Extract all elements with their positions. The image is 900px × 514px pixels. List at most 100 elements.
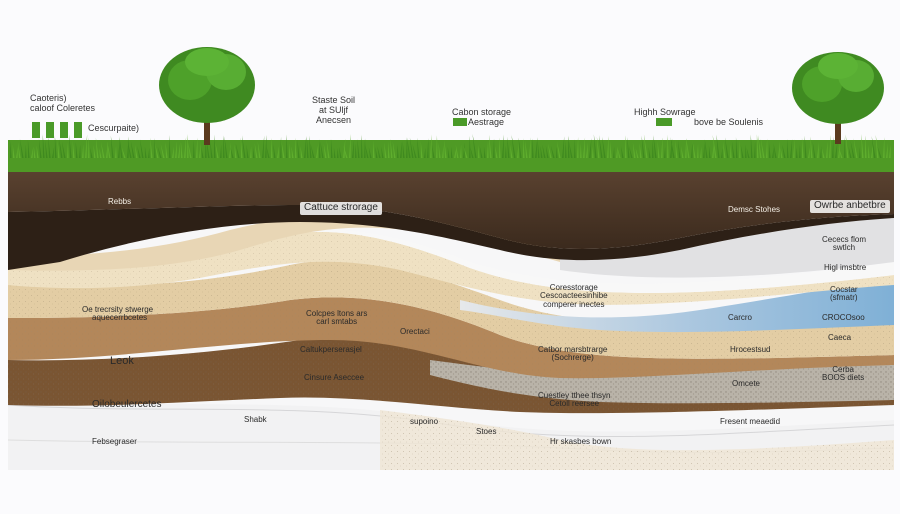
grass-blade [215, 142, 219, 158]
grass-blade [865, 135, 867, 158]
blue-label-1: Carcro [728, 313, 753, 322]
carbon-top-line-2: Aestrage [468, 116, 505, 127]
grass-blade [853, 138, 858, 158]
grass-blade [148, 147, 150, 158]
grass-blade [871, 142, 874, 158]
grass-blade [686, 138, 690, 158]
grass-blade [57, 139, 60, 158]
grass-blade [532, 138, 534, 158]
grass-blade [273, 144, 276, 158]
grass-blade [45, 140, 48, 158]
grass-blade [368, 147, 372, 158]
left-look-label: Leok [110, 355, 134, 367]
grass-blade [100, 141, 105, 158]
grass-blade [820, 146, 822, 158]
grass-blade [281, 139, 285, 158]
grass-blade [766, 138, 768, 158]
grass-blade [826, 141, 828, 158]
grass-blade [451, 146, 453, 158]
grass-blade [444, 139, 447, 158]
grass-blade [42, 134, 45, 158]
grass-blade [118, 138, 120, 158]
stable-soil-label: Staste Soil at SUljf Anecsen [312, 95, 356, 126]
grass-blade [127, 136, 129, 158]
grass-blade [731, 141, 735, 158]
grass-blade [178, 141, 181, 158]
right-8-line-1: Cerba [832, 365, 855, 374]
grass-blade [652, 139, 654, 158]
grass-blade [304, 137, 307, 158]
carbon-mid-line-2: (Sochrerge) [551, 353, 594, 363]
grass-blade [417, 137, 420, 158]
grass-blade [99, 147, 102, 158]
bottom-left-label: Febsegraser [92, 437, 137, 446]
quality-line-2: Cetoll reersee [549, 399, 600, 409]
grass-blade [598, 135, 603, 158]
right-label-2: Cececs flom swtlch [822, 235, 866, 253]
grass-blade [568, 135, 570, 158]
grass-blade [52, 146, 55, 158]
grass-blade [518, 137, 522, 158]
grass-blade [54, 135, 57, 158]
grass-blade [868, 144, 870, 158]
grass-blade [175, 141, 178, 158]
grass-blade [205, 134, 207, 158]
grass-blade [154, 142, 159, 158]
grass-blade [577, 136, 579, 158]
grass-blade [139, 139, 144, 158]
mid-storage-line-3: comperer inectes [543, 299, 605, 309]
grass-blade [871, 136, 876, 158]
shrubs-icon [32, 122, 82, 138]
grass-blade [384, 142, 387, 158]
grass-blade [409, 137, 414, 158]
grass-blade [627, 137, 630, 158]
grass-blade [364, 138, 366, 158]
carbon-top-line-1: Cabon storage [452, 107, 512, 117]
grass-blade [107, 141, 111, 158]
grass-blade [310, 144, 315, 158]
stable-line-1: Staste Soil [312, 95, 356, 105]
right-label-9: Fresent meaedid [720, 417, 781, 426]
grass-blade [724, 137, 729, 158]
grass-blade [886, 143, 888, 158]
grass-blade [607, 136, 609, 158]
grass-blade [861, 134, 864, 158]
grass-blade [697, 143, 699, 158]
grass-blade [250, 146, 252, 158]
stable-line-2: at SUljf [319, 104, 349, 115]
grass-blade [229, 142, 231, 158]
grass-blade [804, 135, 807, 158]
grass-blade [677, 140, 681, 158]
grass-blade [808, 146, 811, 158]
grass-blade [740, 144, 744, 158]
grass-blade [343, 145, 348, 158]
grass-blade [88, 137, 90, 158]
grass-blade [323, 143, 327, 158]
grass-blade [201, 147, 204, 158]
grass-blade [72, 141, 75, 158]
grass-blade [242, 135, 246, 158]
grass-blade [257, 141, 261, 158]
grass-blade [760, 138, 765, 158]
grass-blade [625, 135, 627, 158]
grass-blade [632, 142, 636, 158]
grey-upper-layer [560, 215, 894, 278]
left-bottom-label: Oilobeulercetes [92, 399, 162, 410]
grass-blade [499, 137, 501, 158]
grass-blade [621, 146, 624, 158]
stoes-label: Stoes [476, 427, 497, 436]
grass-blade [708, 145, 711, 158]
grass-blade [730, 143, 732, 158]
center-a-label: Colcpes ltons ars carl smtabs [306, 309, 367, 327]
grass-blade [782, 144, 786, 158]
grass-blade [529, 137, 531, 158]
carbon-storage-top-label: Cabon storage Aestrage [452, 107, 512, 128]
grass-blade [657, 140, 660, 158]
grass-blade [664, 146, 666, 158]
grass-blade [286, 134, 288, 158]
center-c-label: Caltukperserasjel [300, 345, 362, 354]
grass-blade [507, 136, 510, 158]
grass-blade [821, 147, 825, 158]
grass-blade [793, 139, 795, 158]
grass-blade [160, 143, 165, 158]
